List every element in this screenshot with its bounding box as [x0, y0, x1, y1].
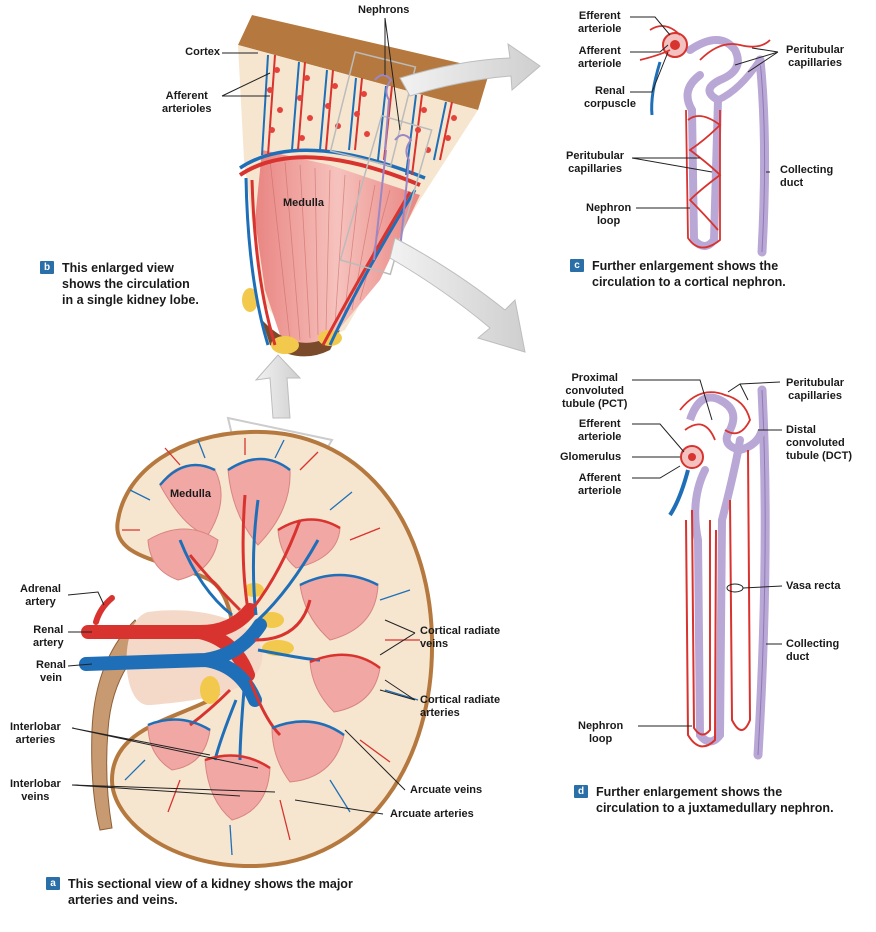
caption-c: c Further enlargement shows the circulat… [570, 258, 860, 294]
pct-coil [686, 393, 766, 455]
label-arcuate-veins: Arcuate veins [410, 784, 483, 796]
label-interlobar-arteries: Interlobar arteries [10, 721, 61, 746]
juxtamedullary-nephron-box [339, 114, 433, 276]
caption-a-text: This sectional view of a kidney shows th… [68, 877, 353, 907]
label-vasa-recta: Vasa recta [786, 580, 841, 592]
label-afferent-arteriole-d: Afferent arteriole [578, 472, 622, 497]
label-efferent-arteriole-d: Efferent arteriole [578, 418, 622, 443]
arcuate-vein-b [239, 148, 426, 180]
label-nephron-loop-c: Nephron loop [586, 202, 632, 227]
arrow-to-panel-c [399, 42, 541, 97]
label-collecting-duct-c: Collecting duct [780, 164, 834, 189]
caption-c-badge: c [570, 259, 584, 272]
label-afferent-arteriole-c: Afferent arteriole [578, 45, 622, 70]
label-peritubular-top-c: Peritubular capillaries [786, 44, 845, 69]
peritubular-capillaries-c [639, 25, 771, 249]
arrow-from-panel-a [254, 354, 302, 419]
label-afferent-arterioles: Afferent arterioles [162, 90, 212, 115]
label-collecting-duct-d: Collecting duct [786, 638, 840, 663]
label-nephron-loop-d: Nephron loop [578, 720, 624, 745]
caption-b-text: This enlarged view shows the circulation… [62, 261, 199, 307]
caption-b: b This enlarged view shows the circulati… [40, 260, 250, 312]
caption-a: a This sectional view of a kidney shows … [46, 876, 406, 912]
label-medulla-b: Medulla [283, 197, 324, 209]
tubule-c [683, 36, 742, 250]
label-renal-corpuscle: Renal corpuscle [584, 85, 636, 110]
arcuate-vessels [147, 457, 381, 770]
caption-d-text: Further enlargement shows the circulatio… [596, 785, 834, 815]
tubule-d [691, 436, 744, 746]
label-adrenal-artery: Adrenal artery [20, 583, 61, 608]
caption-d: d Further enlargement shows the circulat… [574, 784, 870, 820]
arcuate-artery-b [238, 155, 421, 187]
label-cortical-radiate-arteries: Cortical radiate arteries [420, 694, 501, 719]
label-peritubular-left-c: Peritubular capillaries [566, 150, 625, 175]
caption-a-badge: a [46, 877, 60, 890]
label-arcuate-arteries: Arcuate arteries [390, 808, 474, 820]
label-cortical-radiate-veins: Cortical radiate veins [420, 625, 501, 650]
caption-b-badge: b [40, 261, 54, 274]
label-peritubular-d: Peritubular capillaries [786, 377, 845, 402]
arrow-to-panel-d [389, 237, 526, 353]
label-renal-artery: Renal artery [33, 624, 64, 649]
nephrons-b [373, 74, 413, 261]
vasa-recta-d [685, 449, 752, 748]
juxtamedullary-nephron-illustration [668, 385, 770, 760]
ureter [91, 619, 151, 831]
cortical-radiate-vessels-b [261, 54, 453, 176]
peritubular-capillaries-d [679, 391, 751, 441]
label-dct: Distal convoluted tubule (DCT) [786, 424, 852, 462]
cortical-nephron-illustration [639, 25, 771, 257]
caption-c-text: Further enlargement shows the circulatio… [592, 259, 786, 289]
label-pct: Proximal convoluted tubule (PCT) [562, 372, 628, 410]
label-efferent-arteriole-c: Efferent arteriole [578, 10, 622, 35]
adrenal-artery [93, 595, 115, 625]
label-glomerulus: Glomerulus [560, 451, 622, 463]
label-cortex: Cortex [185, 46, 220, 58]
label-interlobar-veins: Interlobar veins [10, 778, 61, 803]
kidney-section-illustration [79, 429, 435, 869]
label-medulla-a: Medulla [170, 488, 211, 500]
label-renal-vein: Renal vein [36, 659, 66, 684]
renal-vein [79, 618, 267, 707]
label-nephrons: Nephrons [358, 4, 410, 16]
vasa-recta-marker [726, 583, 744, 593]
leader-lines [67, 16, 783, 815]
caption-d-badge: d [574, 785, 588, 798]
